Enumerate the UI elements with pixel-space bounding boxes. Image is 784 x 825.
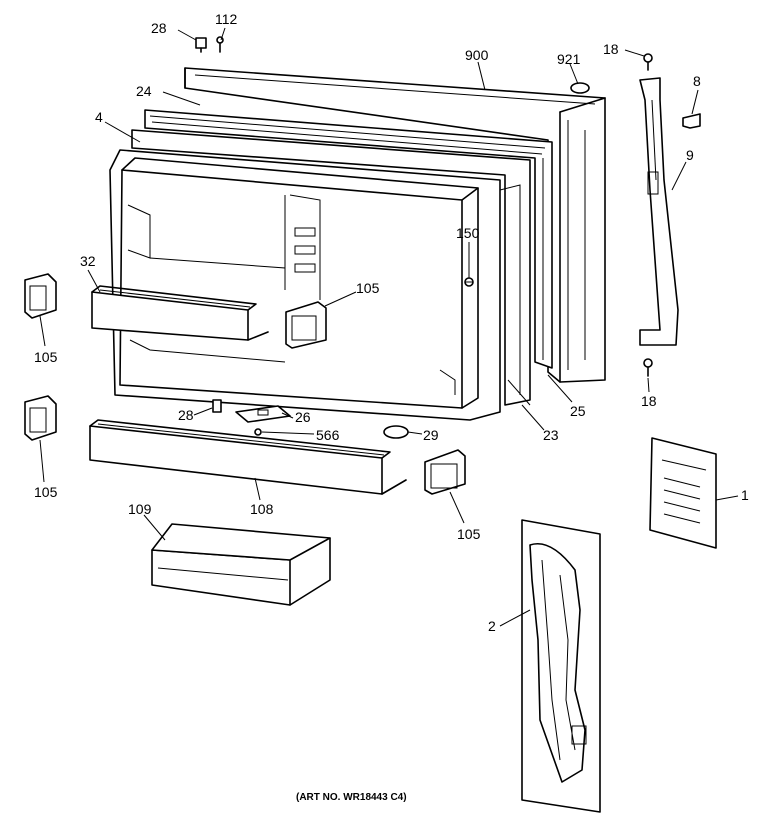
label-26: 26 [295, 409, 311, 425]
label-4: 4 [95, 109, 103, 125]
label-105-center: 105 [356, 280, 380, 296]
part-28-screw [212, 399, 222, 413]
label-900: 900 [465, 47, 489, 63]
part-109-door-bin [151, 523, 331, 606]
part-labels: 28 112 900 921 18 8 24 4 9 150 32 105 10… [34, 11, 749, 803]
part-26-bracket [235, 405, 291, 423]
label-2: 2 [488, 618, 496, 634]
part-1-manual [649, 437, 717, 549]
label-105-right-lower: 105 [457, 526, 481, 542]
part-4-door-liner [109, 129, 531, 421]
art-number: (ART NO. WR18443 C4) [296, 792, 407, 803]
part-8-hinge-cover [682, 113, 701, 129]
leader-lines [39, 27, 739, 627]
part-112-screw [216, 36, 224, 53]
label-25: 25 [570, 403, 586, 419]
part-32-shelf-bar [91, 285, 269, 341]
part-9-door-handle [639, 77, 679, 346]
part-105-end-cap-left-lower [24, 395, 57, 441]
label-28-top: 28 [151, 20, 167, 36]
part-105-end-cap-center [285, 301, 327, 349]
label-23: 23 [543, 427, 559, 443]
part-18-top-screw [643, 53, 653, 71]
part-108-shelf-bar [89, 419, 407, 495]
part-28-top-screw [195, 37, 207, 53]
part-2-insert [521, 519, 601, 813]
label-150: 150 [456, 225, 480, 241]
label-32: 32 [80, 253, 96, 269]
part-900-outer-door [184, 67, 606, 383]
label-112: 112 [215, 11, 238, 27]
part-566-screw [254, 428, 262, 436]
part-18-bottom-screw [643, 358, 653, 377]
part-150-screw [464, 277, 474, 287]
label-108: 108 [250, 501, 274, 517]
part-24-gasket [144, 109, 553, 369]
label-109: 109 [128, 501, 152, 517]
label-29: 29 [423, 427, 439, 443]
part-105-end-cap-right-lower [424, 449, 466, 495]
label-9: 9 [686, 147, 694, 163]
label-18-top: 18 [603, 41, 619, 57]
label-1: 1 [741, 487, 749, 503]
label-28: 28 [178, 407, 194, 423]
label-105-left-lower: 105 [34, 484, 58, 500]
label-105-left-upper: 105 [34, 349, 58, 365]
label-18-bottom: 18 [641, 393, 657, 409]
part-921-plug [570, 82, 590, 94]
label-8: 8 [693, 73, 701, 89]
part-105-end-cap-left-upper [24, 273, 57, 319]
label-24: 24 [136, 83, 152, 99]
label-566: 566 [316, 427, 340, 443]
part-29-plug [383, 425, 409, 439]
label-921: 921 [557, 51, 581, 67]
